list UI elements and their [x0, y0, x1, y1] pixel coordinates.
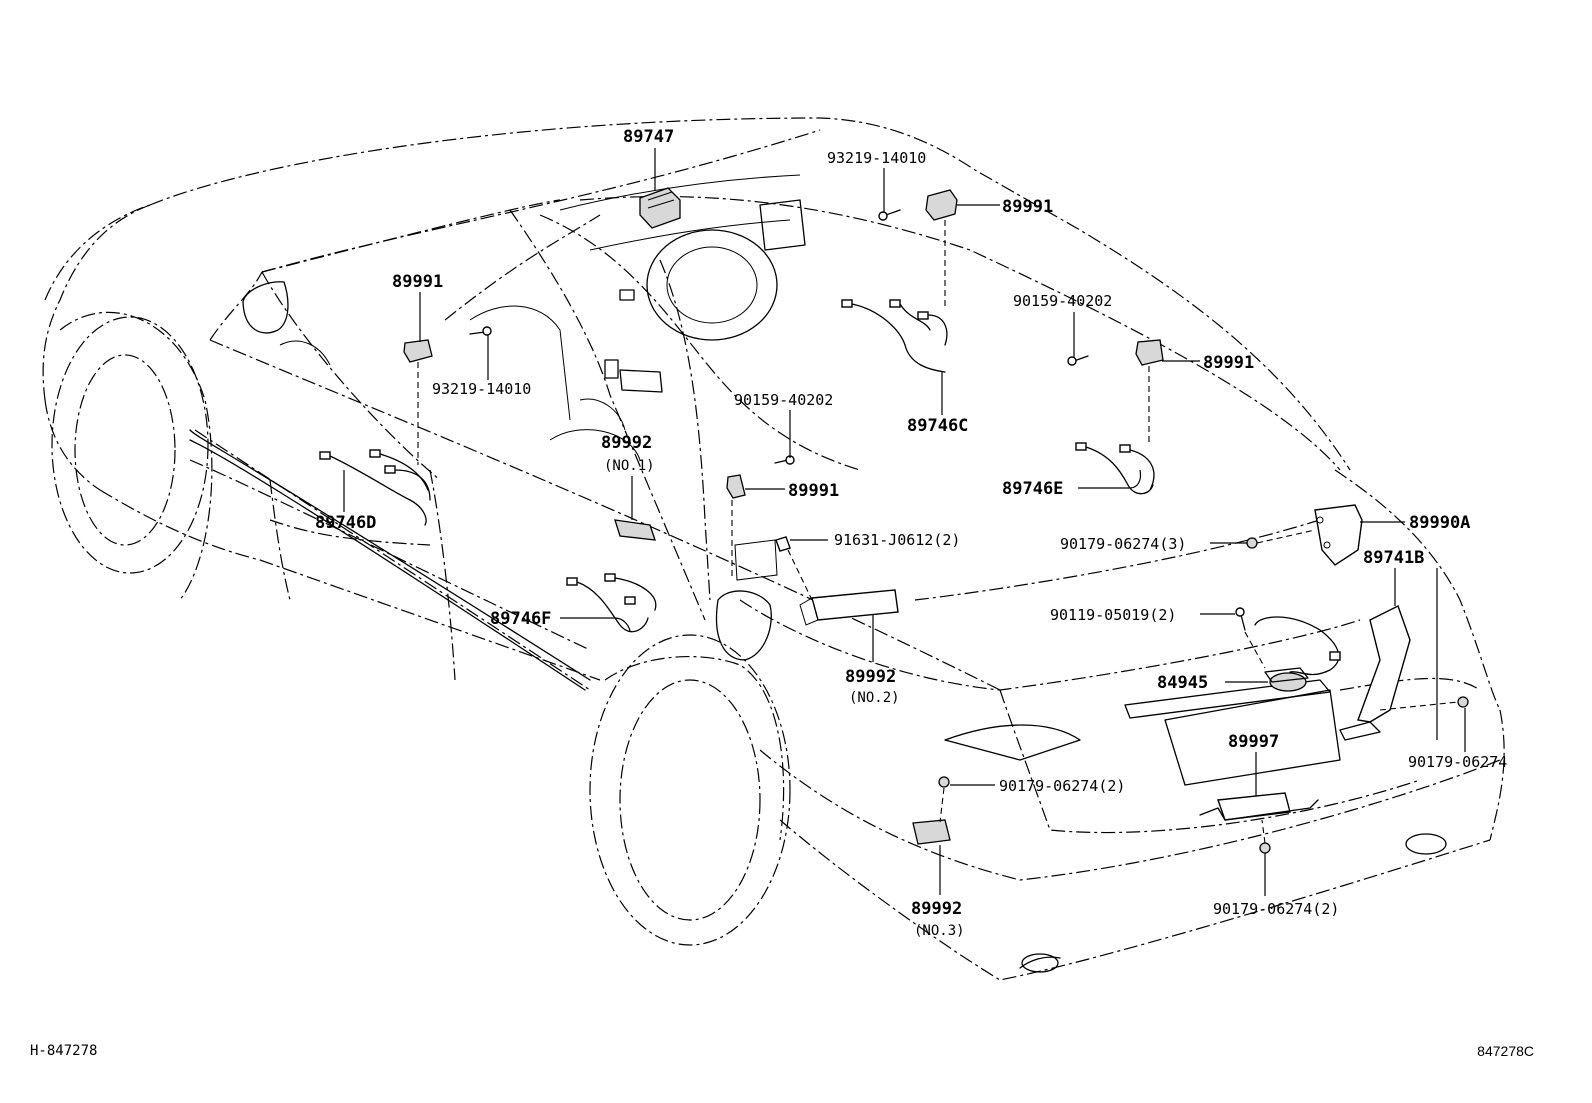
clip-91631-icon	[775, 536, 791, 552]
label-91631: 91631-J0612(2)	[834, 531, 960, 549]
part-labels: 89747 93219-14010 89991 89991 93219-1401…	[315, 127, 1507, 939]
label-90179-2b: 90179-06274(2)	[1213, 900, 1339, 918]
label-90179-3: 90179-06274(3)	[1060, 535, 1186, 553]
label-84945: 84945	[1157, 673, 1208, 693]
part-89990a-icon	[1314, 504, 1363, 566]
label-93219-left: 93219-14010	[432, 380, 531, 398]
label-89997: 89997	[1228, 732, 1279, 752]
part-drawings	[403, 187, 1469, 854]
part-89991-top-icon	[925, 189, 958, 221]
label-89747: 89747	[623, 127, 674, 147]
harness-89746f	[566, 573, 657, 633]
bolt-93219-top-icon	[878, 209, 901, 221]
label-89991-mid: 89991	[788, 481, 839, 501]
label-89991-left: 89991	[392, 272, 443, 292]
label-89991-top: 89991	[1002, 197, 1053, 217]
label-89746c: 89746C	[907, 416, 968, 436]
label-90179-single: 90179-06274	[1408, 753, 1507, 771]
label-89746e: 89746E	[1002, 479, 1063, 499]
figure-ref-left: H-847278	[30, 1043, 98, 1059]
bolt-90159-right-icon	[1067, 355, 1089, 366]
label-89991-right: 89991	[1203, 353, 1254, 373]
label-90179-2a: 90179-06274(2)	[999, 777, 1125, 795]
wire-harnesses	[319, 299, 1341, 676]
label-89992-no1-sub: (NO.1)	[604, 458, 655, 474]
label-89992-no1: 89992	[601, 433, 652, 453]
part-89991-left-icon	[403, 339, 433, 363]
label-89746d: 89746D	[315, 513, 376, 533]
harness-89746d	[319, 449, 431, 526]
harness-89746c	[841, 299, 948, 373]
bolt-90119-icon	[1235, 607, 1246, 631]
label-89992-no3: 89992	[911, 899, 962, 919]
label-90159-right: 90159-40202	[1013, 292, 1112, 310]
car-body-outline	[42, 117, 1505, 981]
label-90159-mid: 90159-40202	[734, 391, 833, 409]
part-89992-no2-icon	[811, 589, 899, 621]
label-89990a: 89990A	[1409, 513, 1470, 533]
part-89741b-icon	[1357, 605, 1411, 723]
bolt-90159-mid-icon	[774, 455, 795, 465]
nut-90179-single-icon	[1457, 696, 1469, 708]
nut-90179-2b-icon	[1259, 842, 1271, 854]
label-89992-no2: 89992	[845, 667, 896, 687]
label-90119: 90119-05019(2)	[1050, 606, 1176, 624]
bolt-93219-left-icon	[469, 326, 492, 336]
nut-90179-2a-icon	[938, 776, 950, 788]
figure-ref-right: 847278C	[1477, 1043, 1534, 1059]
label-89992-no2-sub: (NO.2)	[849, 690, 900, 706]
nut-90179-3-icon	[1246, 537, 1258, 549]
part-89992-no1-icon	[614, 519, 656, 541]
label-93219-top: 93219-14010	[827, 149, 926, 167]
part-84945-icon	[1269, 672, 1307, 692]
part-89991-right-icon	[1135, 339, 1164, 366]
label-89746f: 89746F	[490, 609, 551, 629]
leader-lines	[343, 148, 1466, 896]
part-89992-no3-icon	[912, 819, 951, 845]
label-89741b: 89741B	[1363, 548, 1424, 568]
label-89992-no3-sub: (NO.3)	[914, 923, 965, 939]
harness-89746e	[1075, 442, 1155, 495]
part-89991-mid-icon	[726, 474, 746, 499]
part-89747-icon	[639, 187, 681, 229]
